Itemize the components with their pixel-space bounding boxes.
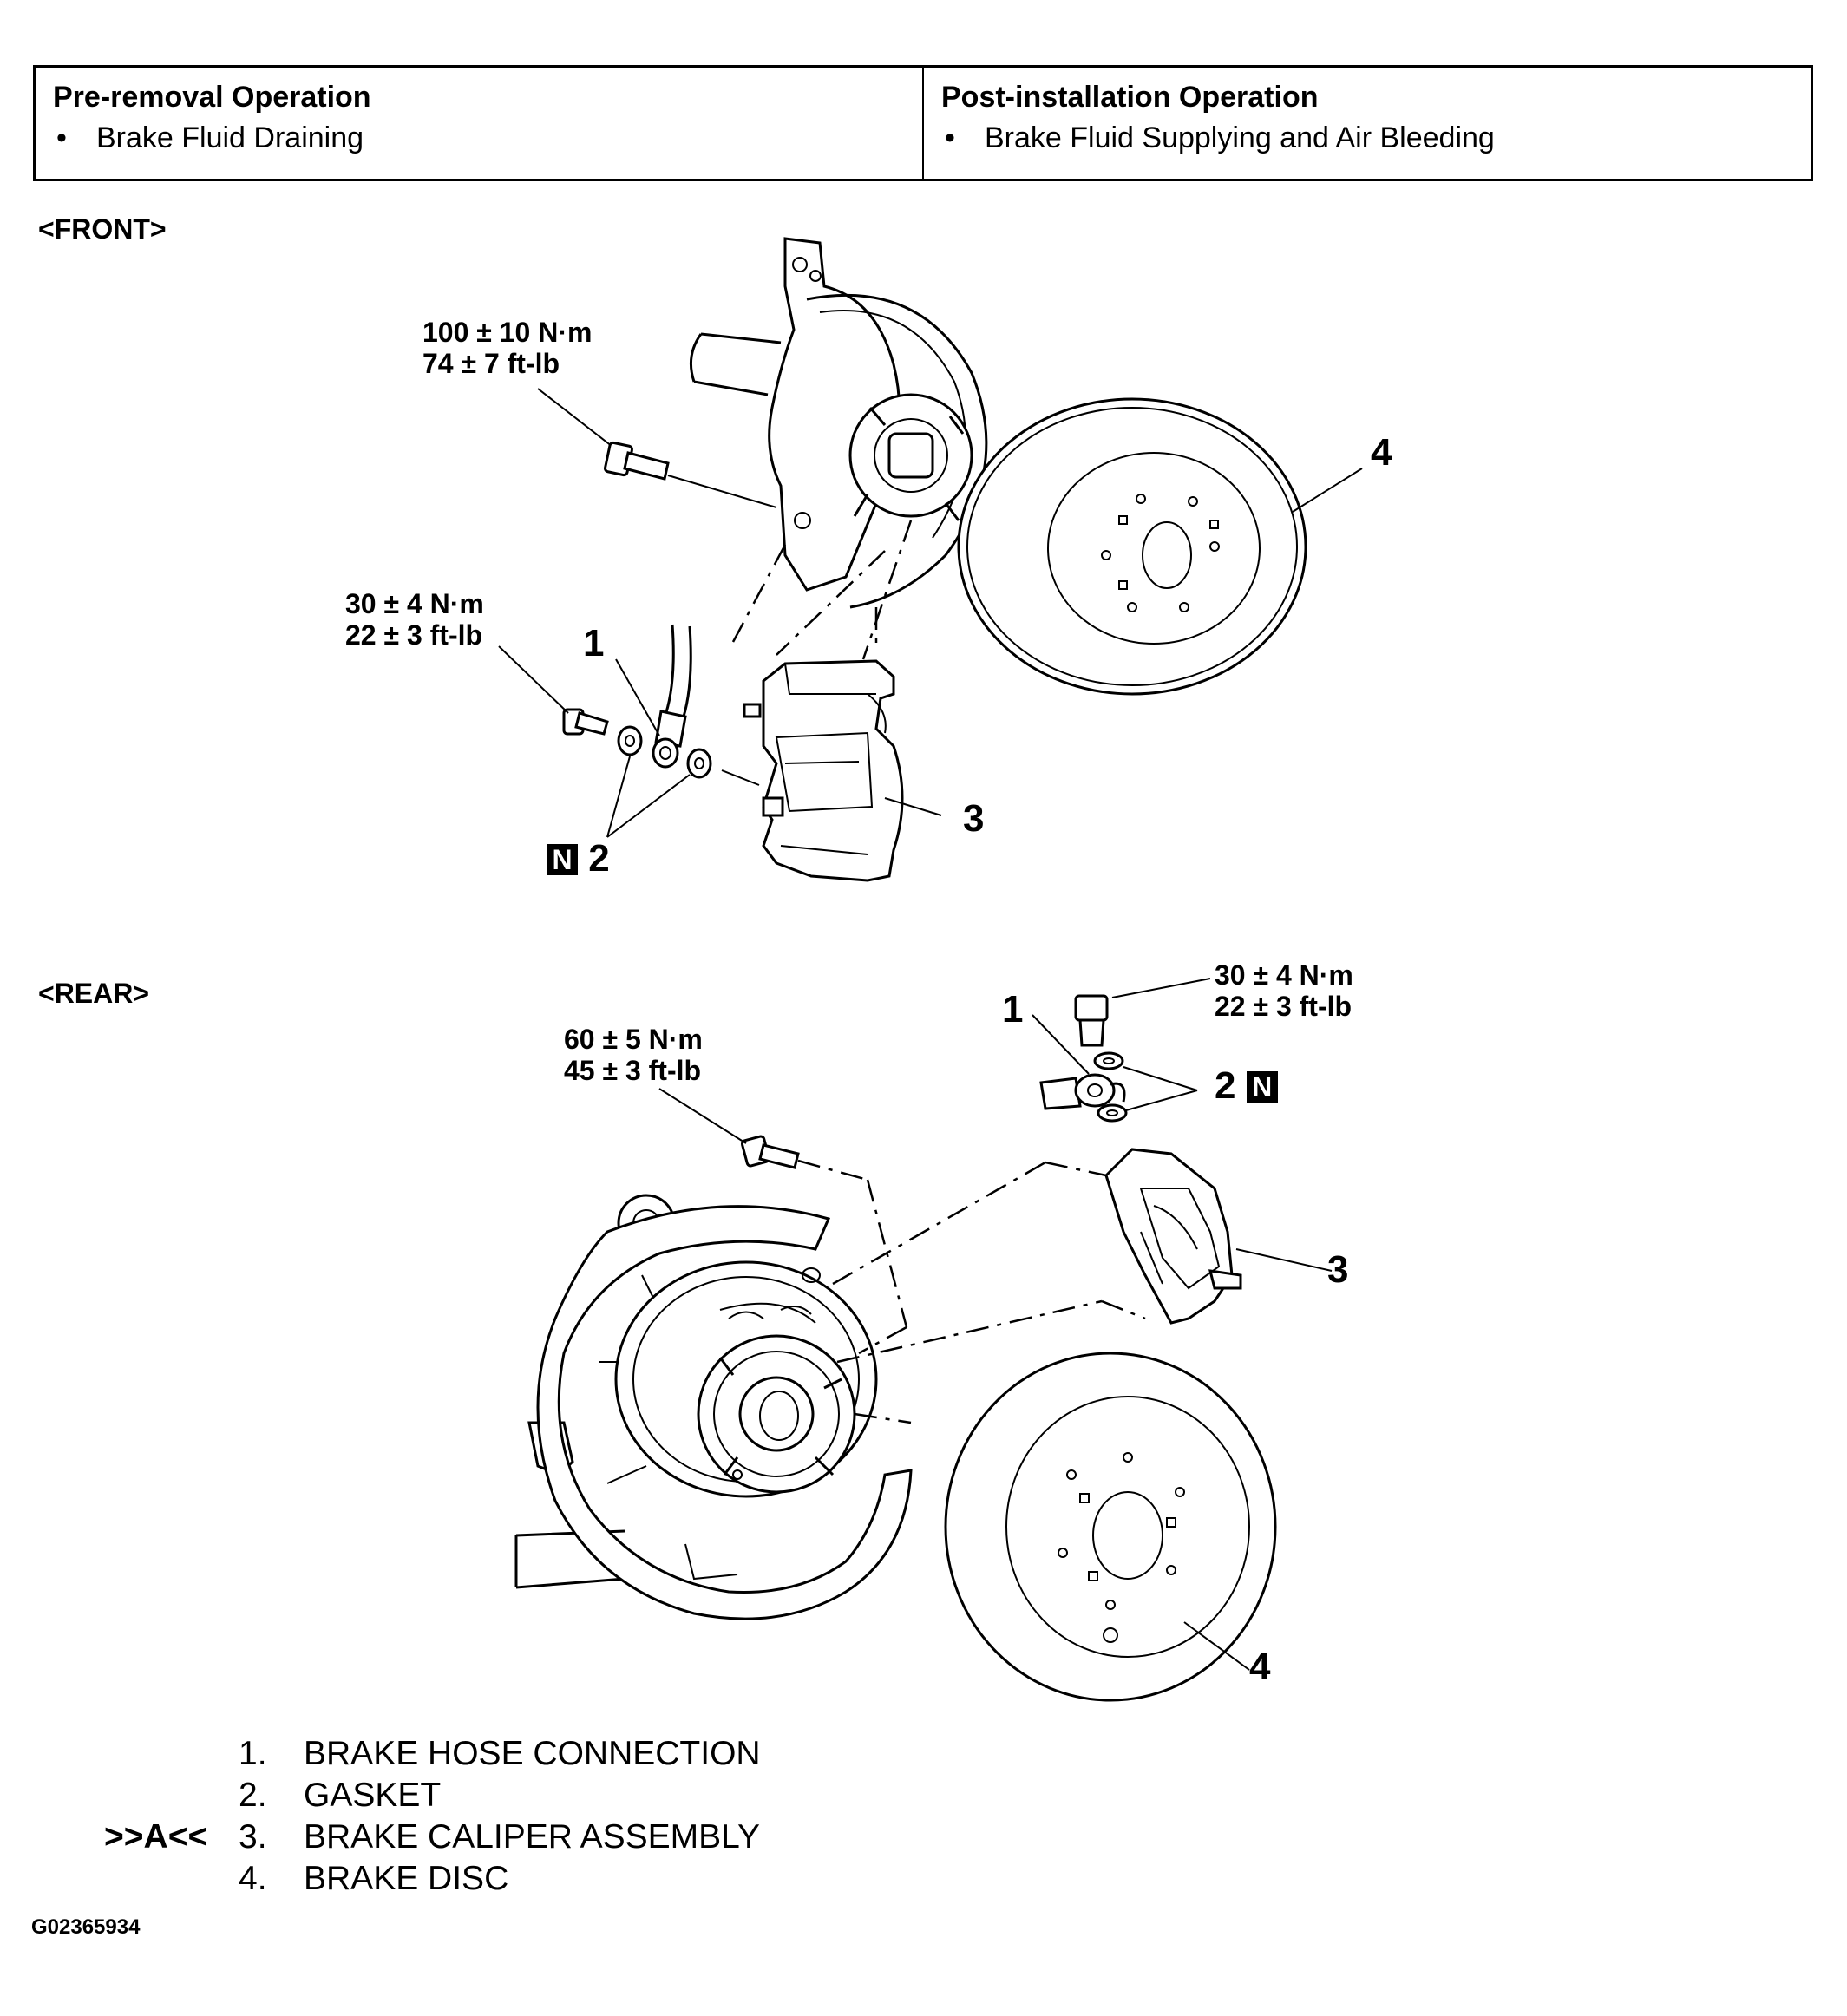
rear-torque-right: 30 ± 4 N·m 22 ± 3 ft-lb: [1215, 959, 1353, 1022]
non-reusable-part-badge: N: [1246, 1071, 1278, 1103]
torque-metric: 30 ± 4 N·m: [345, 588, 484, 619]
front-section-label: <FRONT>: [38, 213, 167, 245]
torque-metric: 100 ± 10 N·m: [422, 317, 593, 348]
pre-removal-item: • Brake Fluid Draining: [53, 116, 922, 160]
figure-id: G02365934: [31, 1915, 141, 1939]
operations-table: Pre-removal Operation • Brake Fluid Drain…: [33, 65, 1813, 181]
torque-imperial: 22 ± 3 ft-lb: [345, 619, 483, 651]
rear-callout-4: 4: [1249, 1646, 1271, 1688]
rear-torque-left: 60 ± 5 N·m 45 ± 3 ft-lb: [564, 1024, 703, 1086]
post-installation-column: Post-installation Operation • Brake Fluid…: [922, 68, 1811, 179]
rear-brake-hose-assembly: [1032, 978, 1211, 1123]
front-callout-1: 1: [583, 622, 605, 664]
rear-brake-caliper: [1104, 1148, 1333, 1325]
front-callout-2: N 2: [547, 840, 610, 878]
front-brake-caliper: [743, 659, 942, 882]
bullet: •: [56, 121, 67, 154]
rear-callout-1: 1: [1002, 988, 1024, 1031]
bullet: •: [945, 121, 955, 154]
legend-number: 4.: [239, 1860, 267, 1897]
legend-number: 1.: [239, 1735, 267, 1772]
rear-callout-2: 2 N: [1215, 1067, 1278, 1105]
legend-part-name: BRAKE CALIPER ASSEMBLY: [304, 1818, 760, 1856]
post-installation-item-text: Brake Fluid Supplying and Air Bleeding: [985, 121, 1495, 154]
rear-section-label: <REAR>: [38, 978, 150, 1009]
legend-part-name: BRAKE HOSE CONNECTION: [304, 1735, 761, 1772]
pre-removal-column: Pre-removal Operation • Brake Fluid Drain…: [36, 68, 922, 179]
pre-removal-heading: Pre-removal Operation: [53, 81, 371, 114]
torque-imperial: 74 ± 7 ft-lb: [422, 348, 560, 379]
front-callout-4: 4: [1371, 431, 1392, 474]
torque-metric: 30 ± 4 N·m: [1215, 959, 1353, 991]
torque-imperial: 45 ± 3 ft-lb: [564, 1055, 702, 1086]
front-torque-upper: 100 ± 10 N·m 74 ± 7 ft-lb: [422, 317, 592, 379]
rear-knuckle-and-backing-plate: [514, 1088, 1146, 1620]
torque-metric: 60 ± 5 N·m: [564, 1024, 703, 1055]
post-installation-heading: Post-installation Operation: [941, 81, 1319, 114]
front-brake-disc: [957, 397, 1363, 696]
callout-number: 2: [588, 837, 610, 880]
rear-brake-disc: [944, 1352, 1277, 1702]
pre-removal-item-text: Brake Fluid Draining: [96, 121, 364, 154]
legend-number: 2.: [239, 1777, 267, 1814]
legend-number: 3.: [239, 1818, 267, 1856]
callout-number: 2: [1215, 1064, 1236, 1107]
front-steering-knuckle: [689, 237, 988, 660]
legend-part-name: GASKET: [304, 1777, 442, 1814]
front-callout-3: 3: [963, 797, 985, 840]
legend-part-name: BRAKE DISC: [304, 1860, 509, 1897]
rear-callout-3: 3: [1327, 1248, 1349, 1291]
non-reusable-part-badge: N: [547, 844, 578, 875]
front-torque-lower: 30 ± 4 N·m 22 ± 3 ft-lb: [345, 588, 484, 651]
legend-procedure-tag: >>A<<: [104, 1818, 208, 1856]
front-caliper-mounting-bolt: [537, 388, 777, 508]
post-installation-item: • Brake Fluid Supplying and Air Bleeding: [941, 116, 1811, 160]
front-brake-hose-assembly: [498, 624, 760, 838]
torque-imperial: 22 ± 3 ft-lb: [1215, 991, 1353, 1022]
